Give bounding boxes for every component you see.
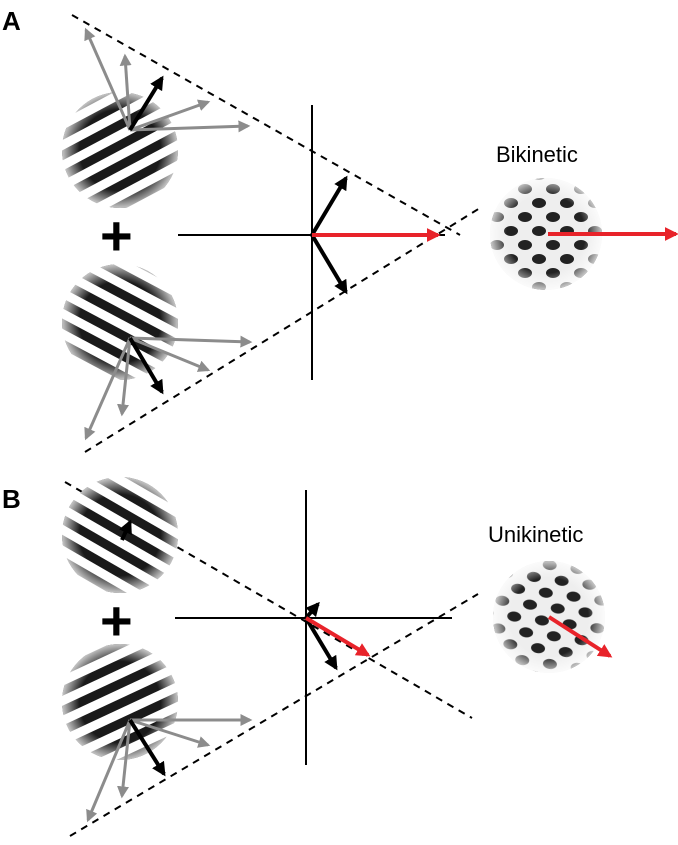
ambiguity-arrows xyxy=(86,714,253,823)
component-arrow xyxy=(128,336,164,395)
panel-b: B + Unikinetic xyxy=(2,477,613,837)
grating-patch xyxy=(62,477,178,593)
grating-patch xyxy=(62,92,178,208)
panel-a-letter: A xyxy=(2,6,21,36)
component-arrow xyxy=(128,75,164,132)
component-arrow xyxy=(310,233,348,295)
ambiguity-arrows xyxy=(84,27,251,133)
panel-b-letter: B xyxy=(2,484,21,514)
constraint-line xyxy=(69,593,479,837)
plus-sign: + xyxy=(100,589,133,652)
grating-patch xyxy=(62,644,178,760)
component-arrow xyxy=(119,519,132,541)
panel-a: A + xyxy=(2,6,678,453)
plaid-label: Unikinetic xyxy=(488,522,583,547)
resultant-arrow xyxy=(304,616,371,657)
ambiguity-arrows xyxy=(84,335,253,441)
plaid-patch xyxy=(490,178,602,290)
component-arrow xyxy=(128,718,166,777)
component-arrow xyxy=(304,601,320,620)
plus-sign: + xyxy=(100,204,133,267)
grating-patch xyxy=(62,264,178,380)
resultant-arrow xyxy=(547,615,613,658)
plaid-label: Bikinetic xyxy=(496,142,578,167)
constraint-line xyxy=(71,14,461,236)
component-arrow xyxy=(310,175,348,237)
component-arrow xyxy=(304,616,338,671)
